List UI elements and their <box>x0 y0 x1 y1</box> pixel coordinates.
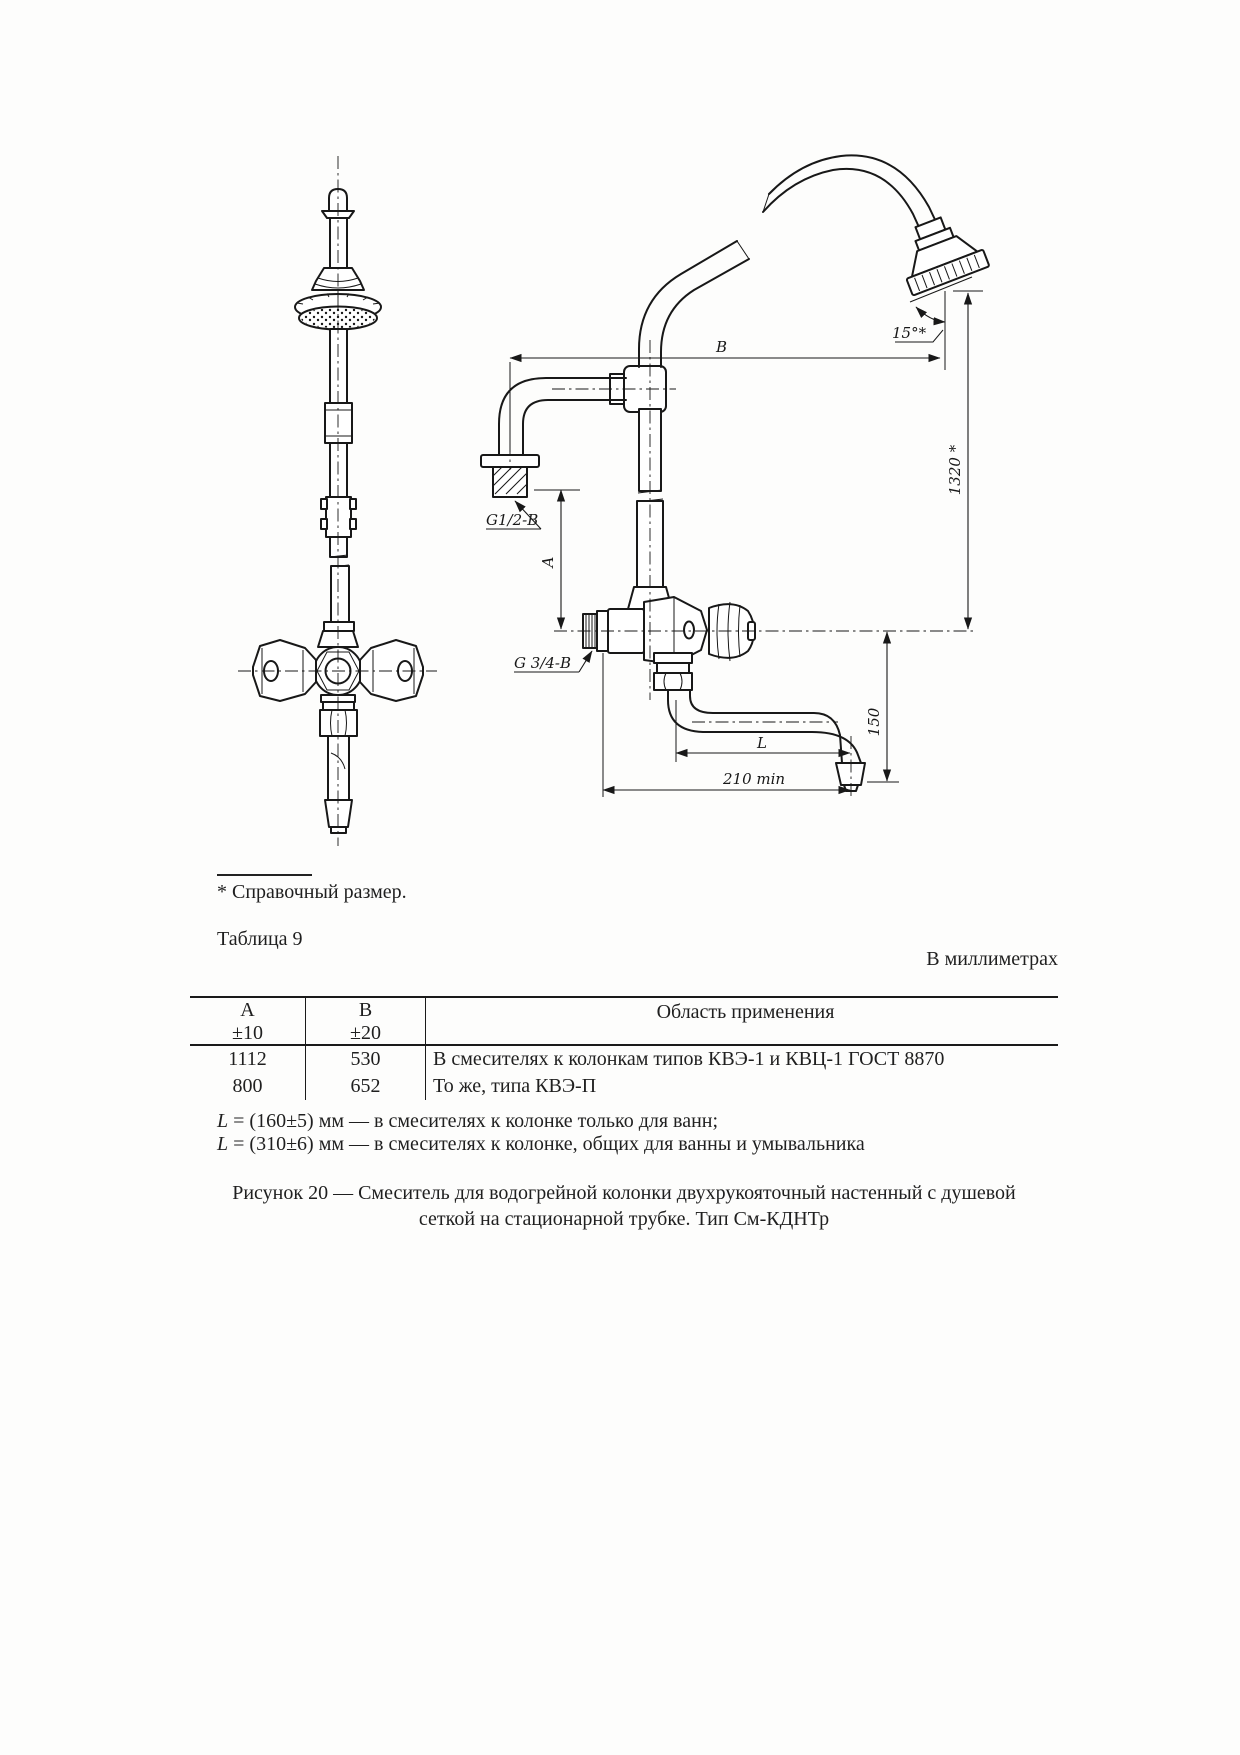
height-label-1320: 1320 * <box>946 444 964 495</box>
table-label: Таблица 9 <box>217 928 303 950</box>
dim-label-b: В <box>715 338 727 356</box>
shower-arm <box>762 168 924 237</box>
riser-bend <box>638 240 738 368</box>
wall-spout-tube <box>498 377 627 457</box>
spout-nozzle <box>324 799 353 828</box>
units-note: В миллиметрах <box>926 948 1058 970</box>
table-row: 800 652 То же, типа КВЭ-П <box>190 1073 1058 1100</box>
top-pipe <box>329 217 348 269</box>
spout-nut-side <box>653 672 693 691</box>
dim-label-l: L <box>756 734 767 752</box>
application-table: А ±10 В ±20 Область применения 1112 530 … <box>190 996 1058 1100</box>
dimensions <box>486 276 983 797</box>
spout-outlet <box>835 762 866 786</box>
riser-pipe-upper <box>329 328 348 404</box>
figure-caption: Рисунок 20 — Смеситель для водогрейной к… <box>190 1180 1058 1232</box>
thread-label-g12: G1/2-B <box>486 511 538 529</box>
angle-label: 15°* <box>892 324 927 342</box>
right-handle <box>359 639 424 702</box>
l-notes: L = (160±5) мм — в смесителях к колонке … <box>217 1110 865 1156</box>
table-header-row: А ±10 В ±20 Область применения <box>190 998 1058 1046</box>
table-row: 1112 530 В смесителях к колонкам типов К… <box>190 1046 1058 1073</box>
figure-drawing: В 15°* 1320 * А G1/2-B G 3/4-В 150 L 210… <box>238 154 990 846</box>
dim-label-a: А <box>539 556 557 568</box>
caption-line-1: Рисунок 20 — Смеситель для водогрейной к… <box>232 1182 1016 1204</box>
left-handle <box>252 639 317 702</box>
footnote-text: * Справочный размер. <box>217 881 407 903</box>
caption-line-2: сеткой на стационарной трубке. Тип См-КД… <box>418 1208 830 1230</box>
union-nut <box>319 709 358 737</box>
coupling-sleeve <box>324 402 353 444</box>
front-view <box>252 188 424 834</box>
spout-tube <box>327 735 350 801</box>
dim-label-210min: 210 min <box>722 770 785 788</box>
side-view <box>480 154 990 792</box>
header-col-a: А ±10 <box>190 998 306 1044</box>
wall-bracket <box>325 496 352 538</box>
header-col-b: В ±20 <box>306 998 426 1044</box>
footnote-rule <box>217 874 312 876</box>
rim-knurling <box>296 293 381 305</box>
dim-label-150: 150 <box>865 707 883 736</box>
drawing-labels: В 15°* 1320 * А G1/2-B G 3/4-В 150 L 210… <box>486 324 964 788</box>
shower-head-side <box>905 216 990 297</box>
handle-side <box>643 596 708 665</box>
note-line: L = (160±5) мм — в смесителях к колонке … <box>217 1110 719 1132</box>
note-line: L = (310±6) мм — в смесителях к колонке,… <box>217 1133 865 1155</box>
thread-label-g34: G 3/4-В <box>514 654 571 672</box>
header-col-application: Область применения <box>656 1001 835 1023</box>
s-spout <box>667 689 862 764</box>
centerlines <box>238 156 975 846</box>
